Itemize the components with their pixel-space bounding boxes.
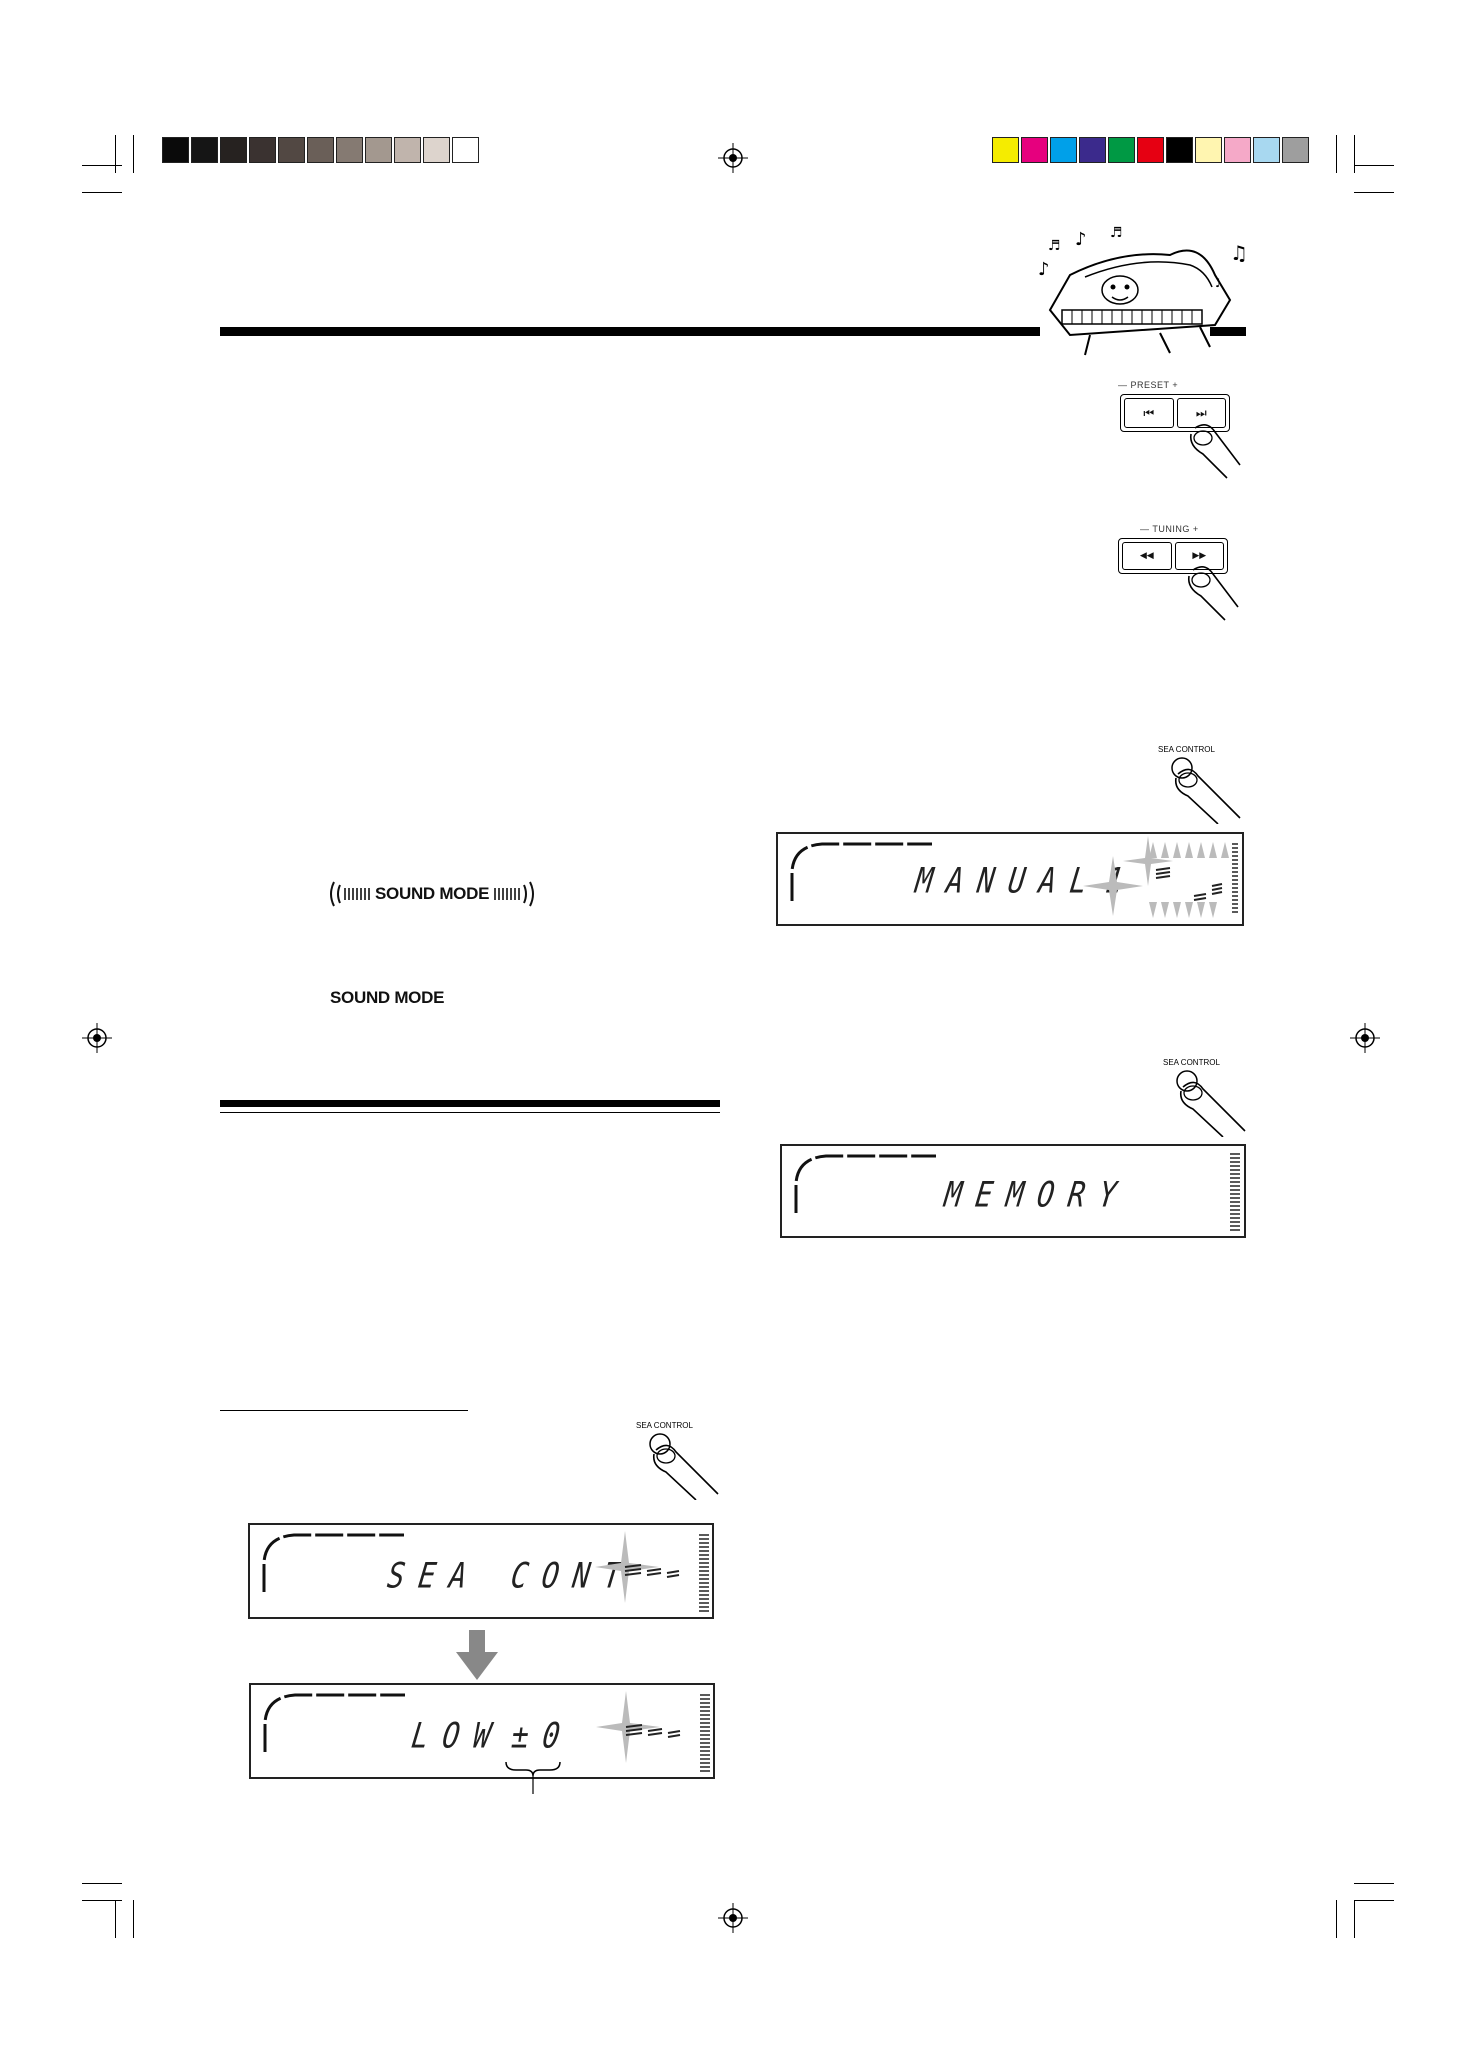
- color-swatch: [278, 137, 305, 163]
- color-swatch: [1050, 137, 1077, 163]
- level-meter-arc-icon: [263, 1693, 405, 1752]
- preset-down-button[interactable]: ⏮: [1124, 398, 1174, 428]
- registration-mark-icon: [1350, 1023, 1380, 1053]
- registration-mark-icon: [718, 1903, 748, 1933]
- sound-mode-button-label: SOUND MODE: [330, 988, 445, 1007]
- sea-control-button[interactable]: [1173, 1069, 1251, 1137]
- preset-buttons: ⏮ ⏭: [1120, 394, 1230, 432]
- color-swatch: [336, 137, 363, 163]
- trim-mark: [1354, 192, 1394, 193]
- color-swatch: [1108, 137, 1135, 163]
- tuning-down-button[interactable]: ◀◀: [1122, 542, 1172, 570]
- color-swatch: [365, 137, 392, 163]
- header-rule-end: [1210, 327, 1246, 336]
- color-swatch: [394, 137, 421, 163]
- trim-mark: [1336, 1900, 1337, 1938]
- lcd-display-sea-cont: SEA CONT: [248, 1523, 714, 1619]
- sound-mode-indicator-label: SOUND MODE: [375, 884, 490, 903]
- header-rule: [220, 327, 1040, 336]
- section-rule: [220, 1100, 720, 1107]
- color-swatch: [1224, 137, 1251, 163]
- lcd-display-manual: MANUAL 1: [776, 832, 1244, 926]
- tuning-label: — TUNING +: [1140, 524, 1199, 534]
- finger-press-icon: [1187, 566, 1239, 621]
- trim-mark: [82, 1883, 122, 1884]
- sea-control-button[interactable]: [646, 1432, 724, 1500]
- registration-mark-icon: [82, 1023, 112, 1053]
- color-swatch: [307, 137, 334, 163]
- sea-control-label: SEA CONTROL: [1163, 1058, 1220, 1067]
- lcd-display-low: LOW ±0: [249, 1683, 715, 1779]
- color-swatch: [191, 137, 218, 163]
- svg-text:♪: ♪: [1075, 229, 1087, 250]
- lcd-display-memory: MEMORY: [780, 1144, 1246, 1238]
- color-swatch: [992, 137, 1019, 163]
- piano-mascot-illustration: ♪ ♪ ♫ ♬ ♬ ♩: [1038, 225, 1248, 356]
- section-rule-thin: [220, 1112, 720, 1113]
- tuning-up-button[interactable]: ▶▶: [1174, 542, 1224, 570]
- sound-wave-left-icon: [330, 881, 370, 907]
- sparkle-icon: [1123, 836, 1173, 886]
- trim-mark: [133, 1900, 134, 1938]
- level-scale-icon: [1230, 1153, 1240, 1231]
- color-swatch: [1195, 137, 1222, 163]
- sea-indicator-icon: [596, 1691, 710, 1772]
- svg-text:♩: ♩: [1215, 276, 1221, 290]
- sea-bars-icon: [1149, 842, 1238, 918]
- level-meter-arc-icon: [262, 1533, 404, 1592]
- color-swatch: [1079, 137, 1106, 163]
- trim-mark: [1354, 1883, 1394, 1884]
- color-swatch: [1021, 137, 1048, 163]
- color-swatch: [452, 137, 479, 163]
- level-meter-arc-icon: [790, 842, 932, 901]
- sea-control-button[interactable]: [1168, 756, 1246, 824]
- color-swatch: [1282, 137, 1309, 163]
- trim-mark: [82, 192, 122, 193]
- color-swatch: [1253, 137, 1280, 163]
- trim-mark: [82, 1900, 122, 1901]
- finger-press-icon: [1189, 424, 1241, 479]
- svg-text:♫: ♫: [1230, 241, 1248, 265]
- color-swatch: [1166, 137, 1193, 163]
- trim-mark: [1336, 135, 1337, 173]
- sea-control-label: SEA CONTROL: [1158, 745, 1215, 754]
- subsection-underline: [220, 1410, 468, 1411]
- svg-text:♬: ♬: [1110, 225, 1123, 241]
- sound-mode-indicator: SOUND MODE: [328, 880, 536, 908]
- level-meter-arc-icon: [794, 1154, 936, 1213]
- color-swatch: [220, 137, 247, 163]
- svg-text:♪: ♪: [1038, 259, 1050, 280]
- color-swatch: [1137, 137, 1164, 163]
- sea-control-label: SEA CONTROL: [636, 1421, 693, 1430]
- tuning-buttons: ◀◀ ▶▶: [1118, 538, 1228, 574]
- preset-up-button[interactable]: ⏭: [1176, 398, 1226, 428]
- color-swatch: [162, 137, 189, 163]
- color-swatch: [249, 137, 276, 163]
- sparkle-icon: [1083, 856, 1143, 916]
- value-bracket-callout: [505, 1761, 561, 1794]
- trim-mark: [1354, 1900, 1355, 1938]
- trim-mark: [1354, 135, 1355, 173]
- registration-mark-icon: [718, 143, 748, 173]
- trim-mark: [1354, 1900, 1394, 1901]
- preset-label: — PRESET +: [1118, 380, 1179, 390]
- trim-mark: [1354, 165, 1394, 166]
- trim-mark: [133, 135, 134, 173]
- svg-text:♬: ♬: [1048, 238, 1061, 254]
- trim-mark: [115, 135, 116, 173]
- display-text-manual: MANUAL: [913, 859, 1104, 901]
- down-arrow-icon: [456, 1630, 498, 1680]
- display-text-memory: MEMORY: [942, 1173, 1133, 1215]
- display-text-low: LOW: [409, 1714, 508, 1756]
- sound-wave-right-icon: [494, 881, 535, 907]
- trim-mark: [82, 165, 122, 166]
- sea-indicator-icon: [595, 1531, 709, 1612]
- color-swatch: [423, 137, 450, 163]
- trim-mark: [115, 1900, 116, 1938]
- display-value: ±0: [509, 1714, 577, 1756]
